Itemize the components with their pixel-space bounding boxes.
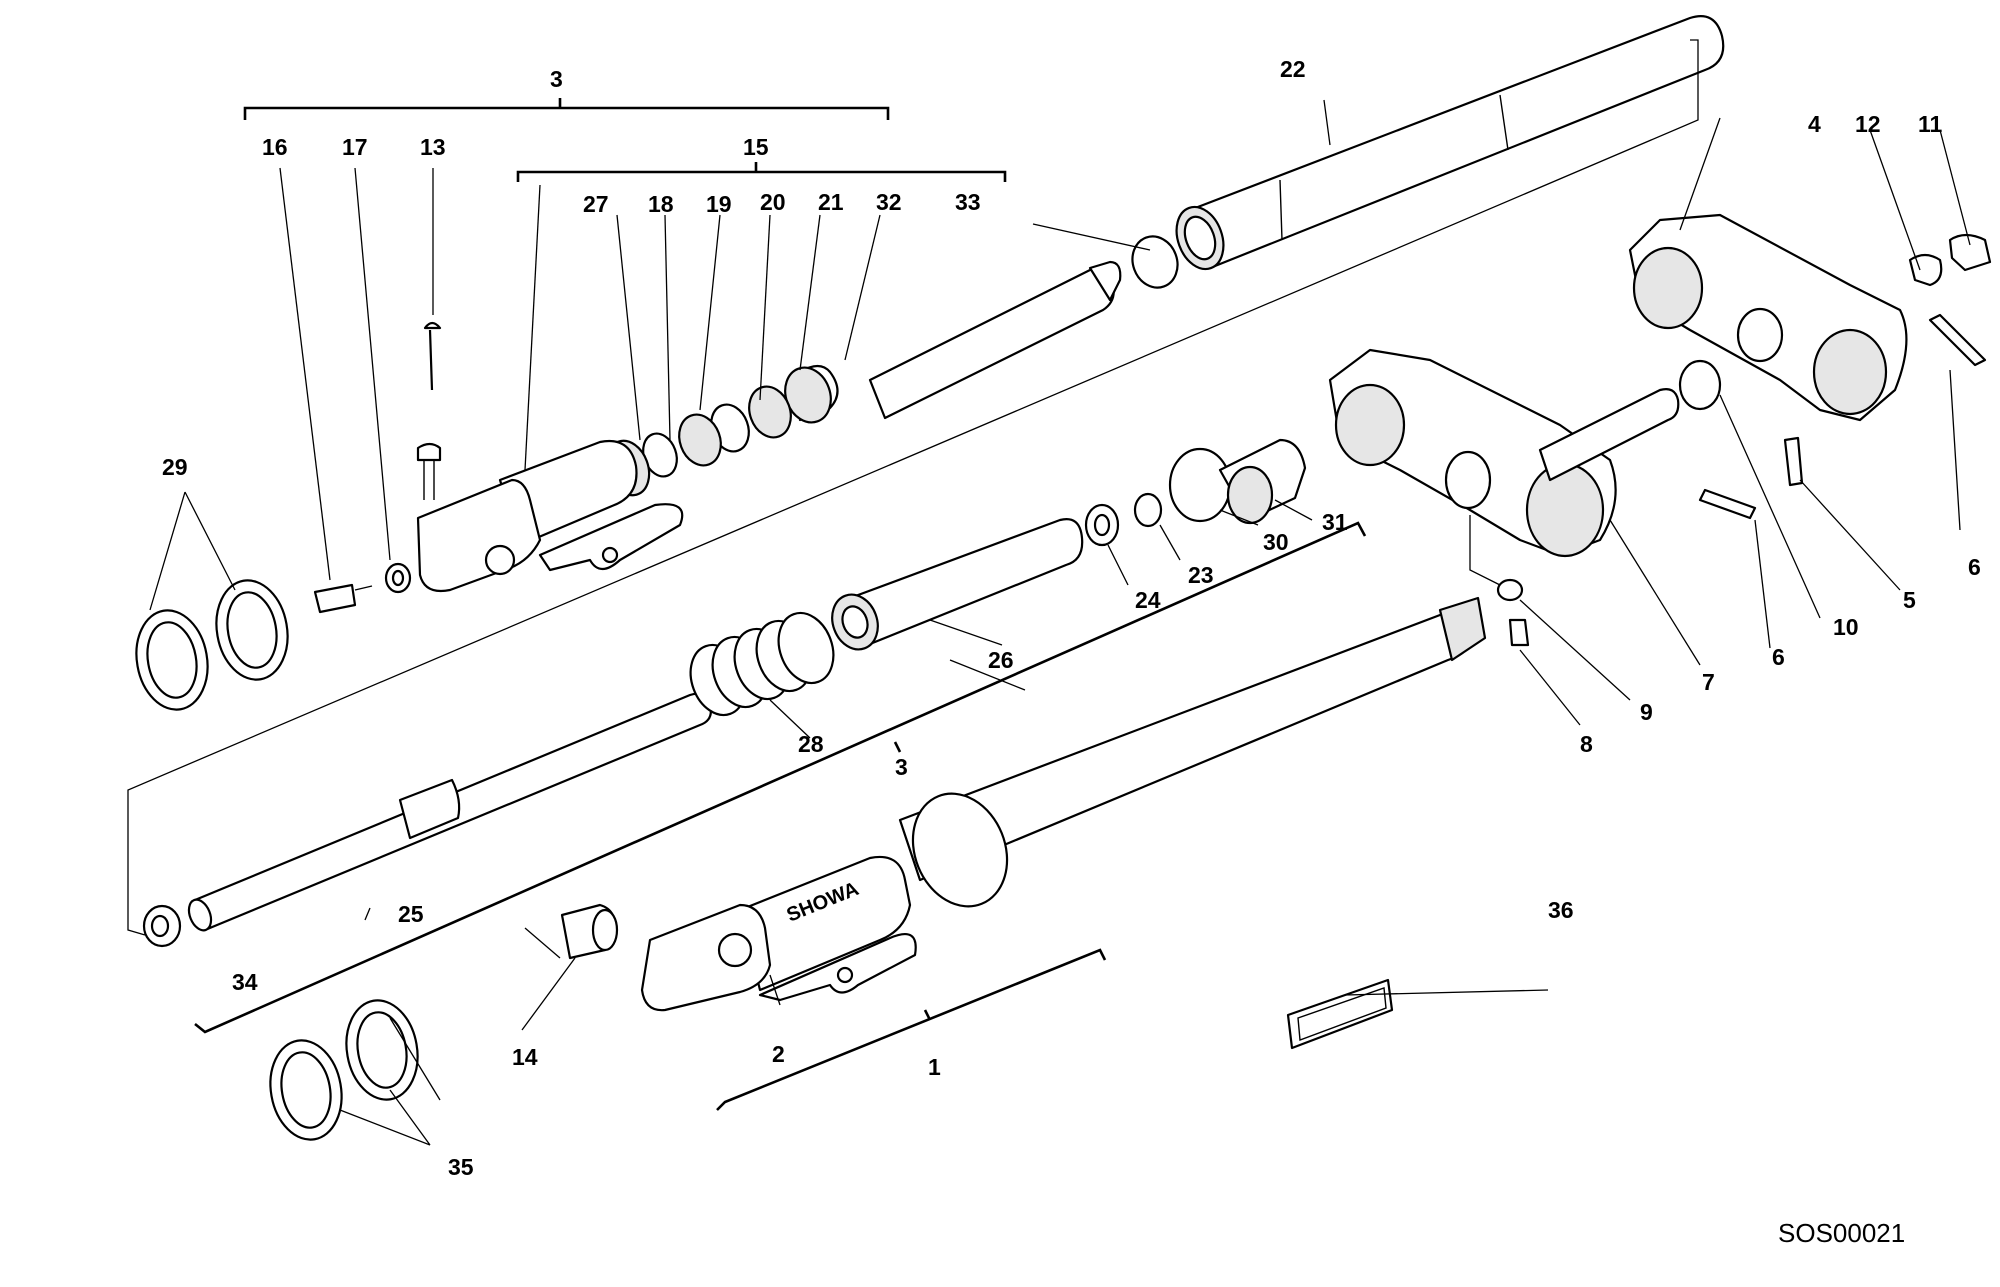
callout-34: 34 [232, 969, 258, 995]
callout-36: 36 [1548, 897, 1574, 923]
bracket-3-bottom [194, 521, 1367, 1034]
callout-14: 14 [512, 1044, 538, 1070]
clamps-29 [135, 579, 289, 711]
callout-2: 2 [772, 1041, 785, 1067]
callout-20: 20 [760, 189, 786, 215]
callout-24: 24 [1135, 587, 1161, 613]
callout-18: 18 [648, 191, 674, 217]
damper-rod-25 [187, 692, 712, 932]
part-33-bushing [1131, 235, 1179, 289]
callout-9: 9 [1640, 699, 1653, 725]
part-11-nut [1948, 233, 1992, 272]
part-6-screw-a [1928, 313, 1987, 367]
upper-triple-clamp-4 [1628, 213, 1908, 422]
callout-35: 35 [448, 1154, 474, 1180]
callout-11: 11 [1918, 111, 1943, 137]
assembly-brackets [194, 98, 1367, 1111]
part-9-nut [1496, 578, 1524, 602]
callout-27: 27 [583, 191, 609, 217]
part-16-bolt [313, 583, 357, 614]
callout-13: 13 [420, 134, 446, 160]
clamps-35 [269, 999, 419, 1141]
inner-rod-cartridge [868, 235, 1179, 420]
lower-triple-clamp-7 [1328, 348, 1617, 558]
callout-1: 1 [928, 1054, 941, 1080]
part-10-nut [1678, 359, 1722, 411]
steering-stem [1538, 359, 1722, 482]
part-34-bushing [142, 904, 182, 948]
callout-labels: 3 16 17 13 15 27 18 19 20 21 32 33 22 4 … [162, 56, 1981, 1248]
part-6-screw-b [1698, 488, 1757, 520]
callout-6-right: 6 [1968, 554, 1981, 580]
callout-5: 5 [1903, 587, 1916, 613]
part-12-washer [1908, 253, 1943, 287]
damper-assembly-15 [605, 364, 839, 497]
callout-26: 26 [988, 647, 1014, 673]
bracket-3-top [243, 98, 890, 120]
callout-33: 33 [955, 189, 981, 215]
part-36-decal [1286, 978, 1394, 1050]
callout-8: 8 [1580, 731, 1593, 757]
callout-3-top: 3 [550, 66, 563, 92]
middle-small-parts [1084, 438, 1307, 547]
callout-23: 23 [1188, 562, 1214, 588]
callout-7: 7 [1702, 669, 1715, 695]
callout-19: 19 [706, 191, 732, 217]
part-8-screw [1508, 618, 1530, 647]
fork-assembly-1: SHOWA [640, 596, 1487, 1012]
part-14-bushing [560, 903, 619, 960]
callout-28: 28 [798, 731, 824, 757]
part-23-nut [1133, 492, 1163, 528]
small-hardware-left [313, 442, 442, 614]
callout-10: 10 [1833, 614, 1859, 640]
bracket-1 [716, 948, 1107, 1111]
spring-28 [689, 611, 835, 717]
callout-22: 22 [1280, 56, 1306, 82]
part-5-bolt [1783, 436, 1804, 487]
callout-25: 25 [398, 901, 424, 927]
callout-15: 15 [743, 134, 769, 160]
bracket-15 [516, 162, 1007, 182]
callout-30: 30 [1263, 529, 1289, 555]
callout-21: 21 [818, 189, 844, 215]
callout-29: 29 [162, 454, 188, 480]
callout-4: 4 [1808, 111, 1821, 137]
leader-lines [149, 99, 1971, 1146]
callout-16: 16 [262, 134, 288, 160]
leader-tube-frame [127, 39, 1699, 936]
callout-3-bottom: 3 [895, 754, 908, 780]
part-13-screw-head [416, 442, 442, 462]
callout-12: 12 [1855, 111, 1881, 137]
callout-17: 17 [342, 134, 368, 160]
callout-6-mid: 6 [1772, 644, 1785, 670]
drawing-reference-code: SOS00021 [1778, 1218, 1905, 1248]
callout-31: 31 [1322, 509, 1348, 535]
outer-tube-22 [1175, 15, 1725, 271]
spacer-26 [831, 518, 1084, 651]
callout-32: 32 [876, 189, 902, 215]
lower-leg-top [416, 321, 684, 593]
